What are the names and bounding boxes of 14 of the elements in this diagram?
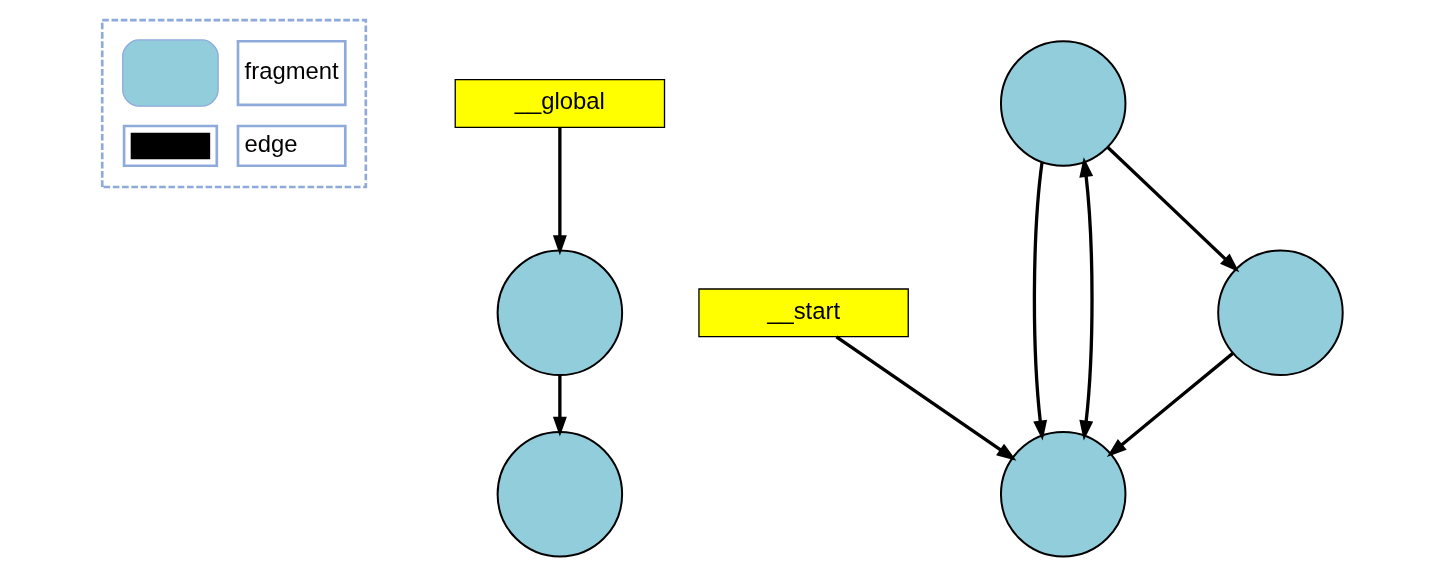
arrow: [552, 375, 567, 437]
node-circle: [496, 431, 624, 558]
arrow: [1032, 161, 1048, 441]
arrow: [1106, 352, 1234, 457]
arrow: [1079, 157, 1094, 441]
arrow: [1106, 145, 1240, 273]
legend-label: fragment: [244, 56, 339, 84]
arrow: [835, 335, 1017, 461]
node-box: __global: [454, 79, 666, 129]
node-circle: [496, 249, 624, 377]
node-box: __start: [698, 288, 909, 338]
node-circle: [999, 40, 1127, 167]
legend-label: edge: [244, 129, 298, 157]
arrow: [552, 127, 567, 256]
